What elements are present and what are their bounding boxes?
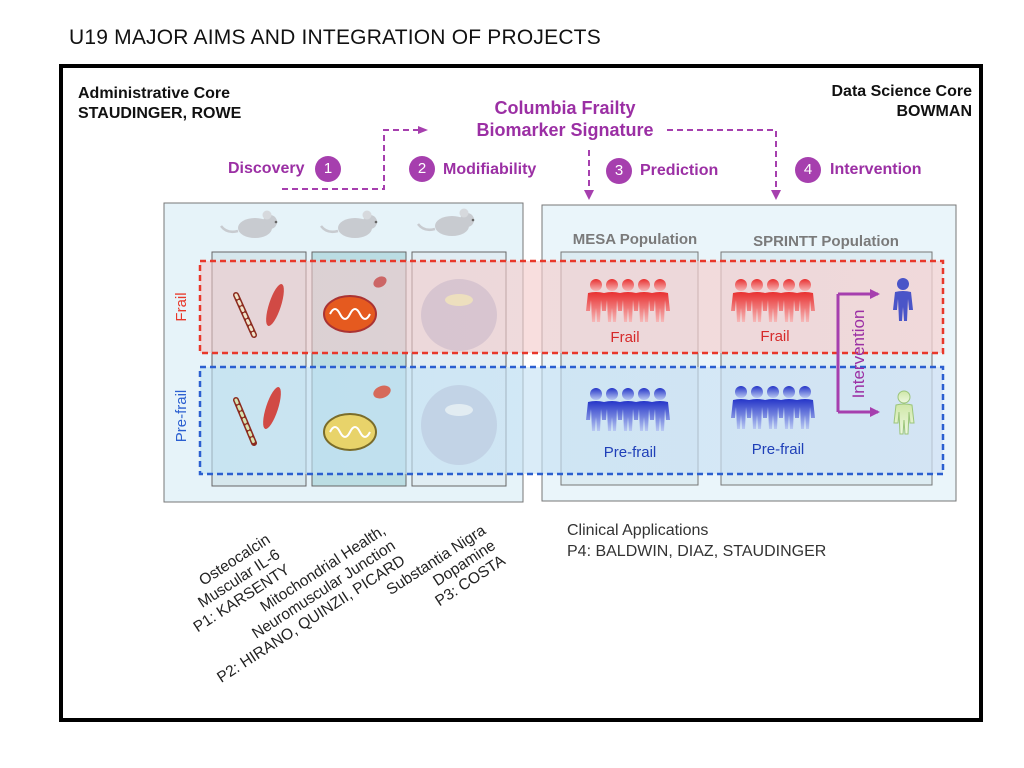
biomarker-connectors [282, 129, 777, 190]
frail-row-label: Frail [173, 292, 190, 321]
aim-4-number: 4 [795, 157, 821, 183]
prefrail-row-band [198, 365, 945, 476]
biomarker-title-line1: Columbia Frailty [494, 98, 636, 118]
muscle-icon [263, 386, 281, 430]
bone-icon [233, 292, 257, 338]
clinical-applications-title: Clinical Applications [567, 522, 709, 539]
brain-icon [421, 279, 497, 351]
diagram-frame [59, 64, 983, 722]
mesa-prefrail-label: Pre-frail [604, 444, 657, 461]
ds-core-names: BOWMAN [896, 103, 972, 120]
aim-1-label: Discovery [228, 160, 305, 177]
bone-icon [233, 397, 257, 446]
admin-core-names: STAUDINGER, ROWE [78, 105, 242, 122]
intervention-label: Intervention [849, 310, 868, 399]
mesa-population-label: MESA Population [573, 231, 697, 248]
page-title: U19 MAJOR AIMS AND INTEGRATION OF PROJEC… [69, 26, 601, 49]
sprintt-frail-label: Frail [760, 328, 789, 345]
frail-row-band [198, 259, 945, 355]
mitochondria-icon [323, 385, 391, 451]
arrowhead [584, 190, 594, 200]
aim-3-label: Prediction [640, 162, 719, 179]
biomarker-title-line2: Biomarker Signature [476, 120, 654, 140]
aim-2-number: 2 [409, 156, 435, 182]
arrowhead [771, 190, 781, 200]
mitochondria-icon [323, 276, 387, 333]
prefrail-row-label: Pre-frail [173, 390, 190, 443]
sprintt-population-label: SPRINTT Population [753, 233, 899, 250]
admin-core-title: Administrative Core [78, 85, 231, 102]
arrowhead [418, 126, 428, 134]
mesa-frail-label: Frail [610, 329, 639, 346]
ds-core-title: Data Science Core [831, 83, 972, 100]
sprintt-prefrail-label: Pre-frail [752, 441, 805, 458]
data-science-core-label: Data Science Core BOWMAN [831, 82, 972, 122]
aim-4-label: Intervention [830, 161, 922, 178]
administrative-core-label: Administrative Core STAUDINGER, ROWE [78, 84, 241, 124]
aim-2-label: Modifiability [443, 161, 537, 178]
muscle-icon [266, 283, 284, 327]
brain-icon [421, 385, 497, 465]
aim-3-number: 3 [606, 158, 632, 184]
aim-1-number: 1 [315, 156, 341, 182]
clinical-applications-names: P4: BALDWIN, DIAZ, STAUDINGER [567, 543, 827, 560]
